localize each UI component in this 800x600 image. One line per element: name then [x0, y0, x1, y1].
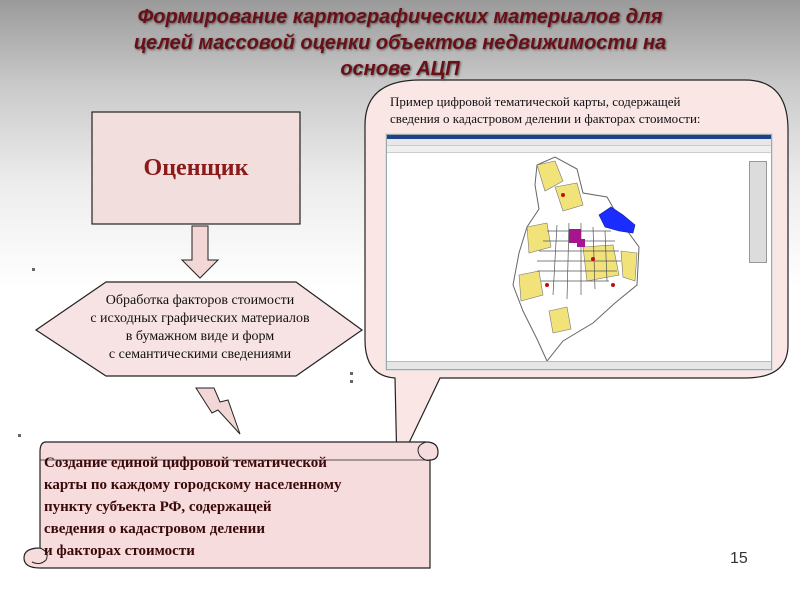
result-line: Создание единой цифровой тематической — [44, 455, 327, 471]
map-water — [598, 206, 636, 234]
scroll-curl-bottom — [31, 547, 48, 565]
process-line: в бумажном виде и форм — [125, 329, 275, 344]
bullet-mark — [18, 434, 21, 437]
map-block — [526, 222, 552, 254]
map-tool-palette — [749, 161, 767, 263]
map-block — [554, 182, 584, 212]
process-text: Обработка факторов стоимости с исходных … — [60, 292, 340, 364]
result-scroll — [23, 441, 439, 569]
result-line: пункту субъекта РФ, содержащей — [44, 499, 272, 515]
map-block — [548, 306, 572, 334]
map-screenshot — [386, 134, 772, 370]
slide-title: Формирование картографических материалов… — [40, 4, 760, 82]
bullet-mark — [350, 372, 353, 375]
role-label: Оценщик — [143, 154, 249, 181]
page-number: 15 — [730, 550, 748, 567]
map-marker — [591, 257, 595, 261]
result-line: сведения о кадастровом делении — [44, 521, 265, 537]
slide-title-line: основе АЦП — [340, 58, 460, 80]
map-drawing — [512, 156, 640, 362]
scroll-curl-top — [417, 441, 431, 461]
map-highlight — [577, 239, 585, 247]
role-box — [91, 111, 301, 225]
result-line: карты по каждому городскому населенному — [44, 477, 342, 493]
map-city-outline — [512, 156, 640, 362]
map-street-grid — [537, 222, 621, 300]
process-hexagon — [34, 281, 364, 377]
map-menubar — [387, 139, 771, 146]
down-arrow — [180, 225, 220, 279]
lightning-connector — [195, 387, 241, 435]
process-line: с исходных графических материалов — [90, 311, 310, 326]
callout-line: сведения о кадастровом делении и фактора… — [390, 111, 701, 126]
slide-title-line: Формирование картографических материалов… — [137, 6, 663, 28]
process-line: Обработка факторов стоимости — [105, 293, 295, 308]
map-titlebar — [387, 135, 771, 139]
bullet-mark — [32, 268, 35, 271]
map-marker — [611, 283, 615, 287]
result-line: и факторах стоимости — [44, 543, 195, 559]
callout-text: Пример цифровой тематической карты, соде… — [390, 93, 770, 127]
map-marker — [545, 283, 549, 287]
slide-title-line: целей массовой оценки объектов недвижимо… — [133, 32, 667, 54]
map-block — [620, 250, 638, 282]
process-line: с семантическими сведениями — [108, 347, 292, 362]
callout-line: Пример цифровой тематической карты, соде… — [390, 94, 681, 109]
map-marker — [561, 193, 565, 197]
map-block — [518, 270, 544, 302]
result-text: Создание единой цифровой тематической ка… — [44, 452, 424, 562]
map-block — [536, 160, 564, 192]
map-block — [582, 244, 620, 282]
map-statusbar — [387, 361, 771, 369]
map-toolbar — [387, 146, 771, 153]
bullet-mark — [350, 380, 353, 383]
